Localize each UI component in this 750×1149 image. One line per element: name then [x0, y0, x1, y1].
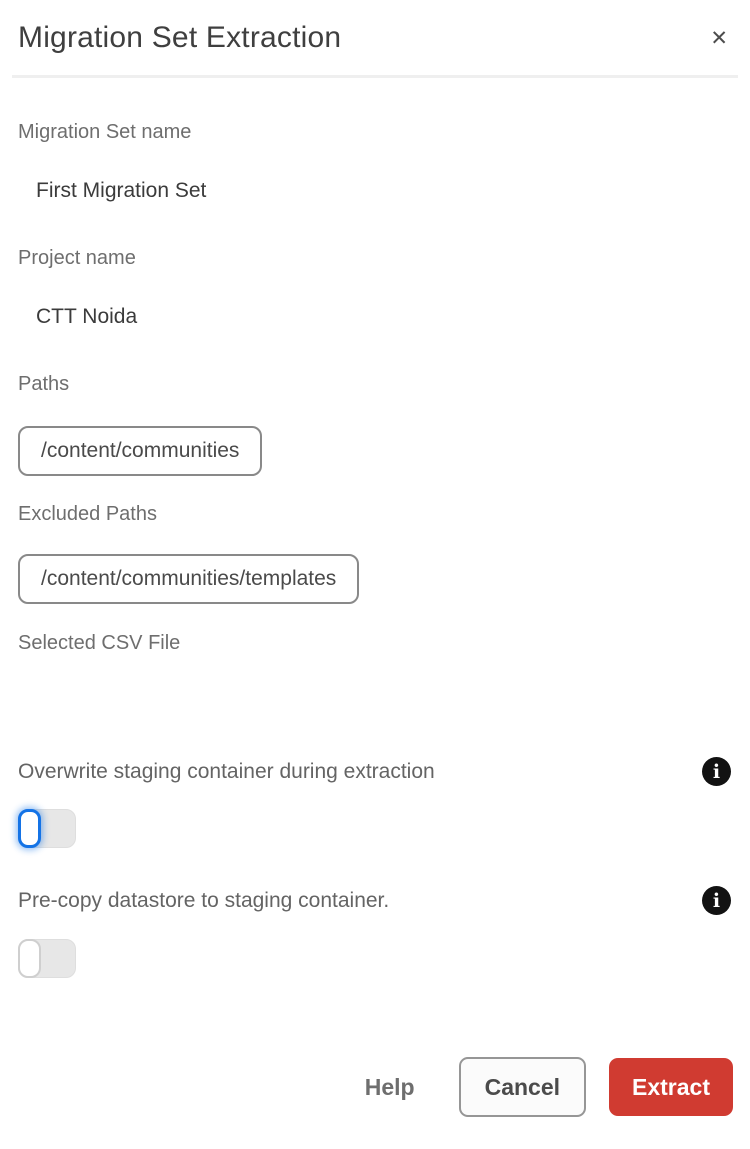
page-title: Migration Set Extraction — [18, 21, 342, 54]
close-icon[interactable]: ✕ — [708, 19, 730, 53]
precopy-datastore-row: Pre-copy datastore to staging container.… — [18, 886, 732, 915]
excluded-paths-label: Excluded Paths — [18, 503, 157, 525]
precopy-datastore-label: Pre-copy datastore to staging container. — [18, 888, 390, 912]
overwrite-staging-row: Overwrite staging container during extra… — [18, 757, 732, 786]
overwrite-staging-toggle[interactable] — [18, 809, 76, 848]
help-button[interactable]: Help — [364, 1073, 415, 1100]
paths-label: Paths — [18, 373, 70, 395]
toggle-knob — [18, 939, 41, 978]
precopy-datastore-toggle[interactable] — [18, 939, 76, 978]
project-name-value: CTT Noida — [36, 305, 138, 328]
excluded-path-tag[interactable]: /content/communities/templates — [18, 554, 360, 604]
selected-csv-file-label: Selected CSV File — [18, 632, 181, 654]
overwrite-staging-label: Overwrite staging container during extra… — [18, 759, 435, 783]
dialog-body: Migration Set name First Migration Set P… — [0, 120, 750, 978]
project-name-label: Project name — [18, 247, 136, 269]
toggle-knob — [18, 809, 41, 848]
extract-button[interactable]: Extract — [609, 1058, 733, 1116]
migration-set-name-label: Migration Set name — [18, 121, 192, 143]
dialog-header: Migration Set Extraction ✕ — [0, 0, 750, 56]
cancel-button[interactable]: Cancel — [458, 1057, 587, 1117]
info-icon[interactable]: i — [702, 886, 731, 915]
migration-set-name-value: First Migration Set — [36, 179, 207, 202]
header-divider — [12, 75, 738, 78]
path-tag[interactable]: /content/communities — [18, 426, 263, 476]
info-icon[interactable]: i — [702, 757, 731, 786]
dialog-footer: Help Cancel Extract — [365, 1057, 733, 1117]
